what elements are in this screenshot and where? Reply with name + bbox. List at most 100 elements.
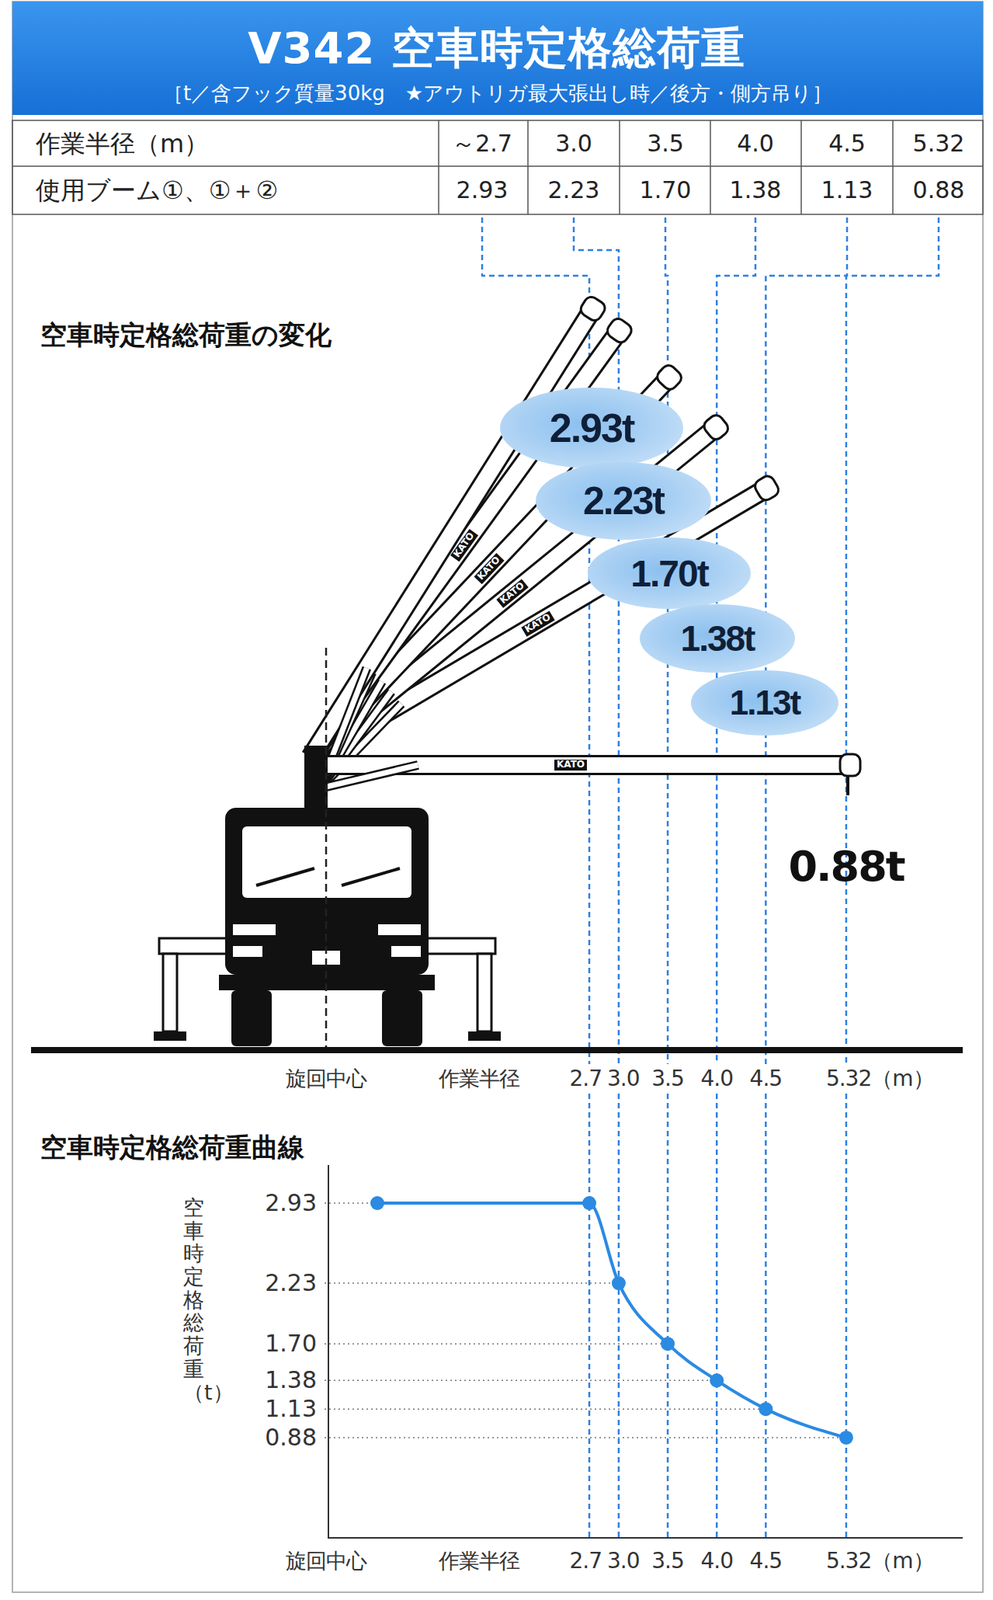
ground-line bbox=[31, 1046, 963, 1053]
table-rule bbox=[709, 120, 712, 215]
outrigger-foot bbox=[153, 1031, 187, 1041]
axis-label: 4.5 bbox=[748, 1548, 785, 1573]
load-bubble: 1.38t bbox=[639, 604, 796, 673]
radius-guides bbox=[482, 217, 939, 1538]
axis-label: 3.0 bbox=[605, 1065, 642, 1091]
table-rule bbox=[892, 120, 894, 215]
headlight bbox=[232, 923, 276, 935]
data-point bbox=[611, 1275, 626, 1290]
radius-guide bbox=[846, 217, 939, 1064]
outrigger-foot bbox=[468, 1031, 501, 1041]
wiper bbox=[341, 868, 400, 886]
axis-label: 3.5 bbox=[649, 1548, 686, 1573]
load-chart bbox=[324, 1164, 963, 1539]
table-rule bbox=[527, 120, 529, 215]
load-value: 1.38t bbox=[680, 617, 755, 660]
load-bubble: 1.70t bbox=[587, 537, 751, 609]
data-point bbox=[370, 1195, 385, 1210]
load-value: 2.23t bbox=[583, 478, 664, 524]
derrick-cylinder bbox=[319, 764, 418, 789]
axis-label: 5.32（m） bbox=[824, 1548, 936, 1573]
radius-guide bbox=[618, 1093, 621, 1538]
tick-label: 2.93 bbox=[264, 1189, 317, 1217]
axis-label: 3.5 bbox=[649, 1065, 686, 1091]
data-point bbox=[582, 1195, 597, 1210]
grid-line bbox=[324, 1407, 766, 1410]
boom-head bbox=[701, 412, 731, 442]
outrigger-beam bbox=[159, 937, 230, 954]
table-cell: 4.0 bbox=[736, 130, 775, 158]
section-title: 空車時定格総荷重曲線 bbox=[40, 1131, 305, 1163]
axis-label: 作業半径 bbox=[437, 1548, 521, 1573]
axis-label: 4.0 bbox=[698, 1548, 735, 1573]
wheel bbox=[381, 989, 423, 1046]
data-point bbox=[709, 1372, 724, 1387]
data-point bbox=[660, 1336, 675, 1351]
table-cell: ～2.7 bbox=[451, 130, 513, 158]
axis-title: 空車時定格総荷重（t） bbox=[183, 1195, 205, 1403]
grid-line bbox=[324, 1342, 668, 1344]
table-cell: 2.23 bbox=[548, 177, 601, 205]
grid-line bbox=[324, 1201, 378, 1204]
section-title: 空車時定格総荷重の変化 bbox=[40, 319, 332, 351]
table-border bbox=[12, 120, 983, 215]
load-bubble: 2.23t bbox=[535, 461, 712, 540]
boom-head bbox=[654, 362, 684, 393]
axis-label: 5.32（m） bbox=[824, 1065, 936, 1091]
boom bbox=[310, 310, 592, 757]
tick-label: 2.23 bbox=[264, 1269, 317, 1297]
load-value: 1.13t bbox=[729, 683, 800, 723]
axis-label: 4.0 bbox=[698, 1065, 735, 1091]
outrigger-leg bbox=[163, 953, 178, 1032]
boom-head bbox=[604, 315, 635, 345]
load-curve bbox=[377, 1202, 847, 1438]
radius-guide bbox=[845, 1093, 848, 1538]
lamp bbox=[391, 945, 421, 957]
subtitle: ［t／含フック質量30kg ★アウトリガ最大張出し時／後方・側方吊り］ bbox=[163, 82, 833, 106]
derrick-cylinder bbox=[319, 764, 418, 789]
radius-guide bbox=[588, 1093, 591, 1538]
grid-line bbox=[324, 1281, 619, 1284]
headlight bbox=[378, 923, 421, 935]
lamp bbox=[232, 945, 263, 957]
grid-line bbox=[324, 1379, 717, 1382]
grid-line bbox=[324, 1436, 847, 1438]
table-rule bbox=[618, 120, 621, 215]
title-band bbox=[12, 1, 983, 115]
radius-guide bbox=[764, 1093, 768, 1538]
table-cell: 1.13 bbox=[821, 177, 874, 205]
tick-label: 1.38 bbox=[264, 1366, 317, 1394]
table-header: 作業半径（m） bbox=[35, 129, 209, 159]
axis-label: 旋回中心 bbox=[284, 1065, 369, 1091]
outrigger-beam bbox=[425, 937, 496, 954]
axis-label: 3.0 bbox=[605, 1548, 642, 1573]
axis-label: 作業半径 bbox=[437, 1065, 521, 1091]
truck bbox=[153, 745, 501, 1046]
radius-guide bbox=[715, 1093, 719, 1538]
slew-center-line bbox=[325, 647, 328, 1049]
y-axis bbox=[327, 1164, 330, 1539]
table-rule bbox=[800, 120, 803, 215]
tick-label: 0.88 bbox=[264, 1423, 317, 1452]
load-value: 0.88t bbox=[788, 842, 904, 891]
table-rule bbox=[437, 120, 440, 215]
hook-line bbox=[846, 774, 850, 796]
table-cell: 3.0 bbox=[555, 130, 593, 158]
x-axis bbox=[327, 1536, 963, 1539]
table-cell: 2.93 bbox=[456, 177, 509, 205]
data-point bbox=[758, 1401, 773, 1416]
table-cell: 4.5 bbox=[828, 130, 866, 158]
data-point bbox=[839, 1430, 854, 1445]
load-value: 1.70t bbox=[630, 552, 708, 595]
table-cell: 1.38 bbox=[729, 177, 782, 205]
frame bbox=[12, 1, 983, 1592]
axis-label: 2.7 bbox=[567, 1548, 604, 1573]
boom-logo: KATO bbox=[554, 759, 587, 771]
chart-title: V342 空車時定格総荷重 bbox=[247, 19, 746, 79]
boom-head bbox=[840, 753, 861, 776]
axis-label: 2.7 bbox=[567, 1065, 604, 1091]
wiper bbox=[256, 868, 315, 886]
wheel bbox=[231, 989, 272, 1046]
table-grid bbox=[12, 120, 983, 215]
